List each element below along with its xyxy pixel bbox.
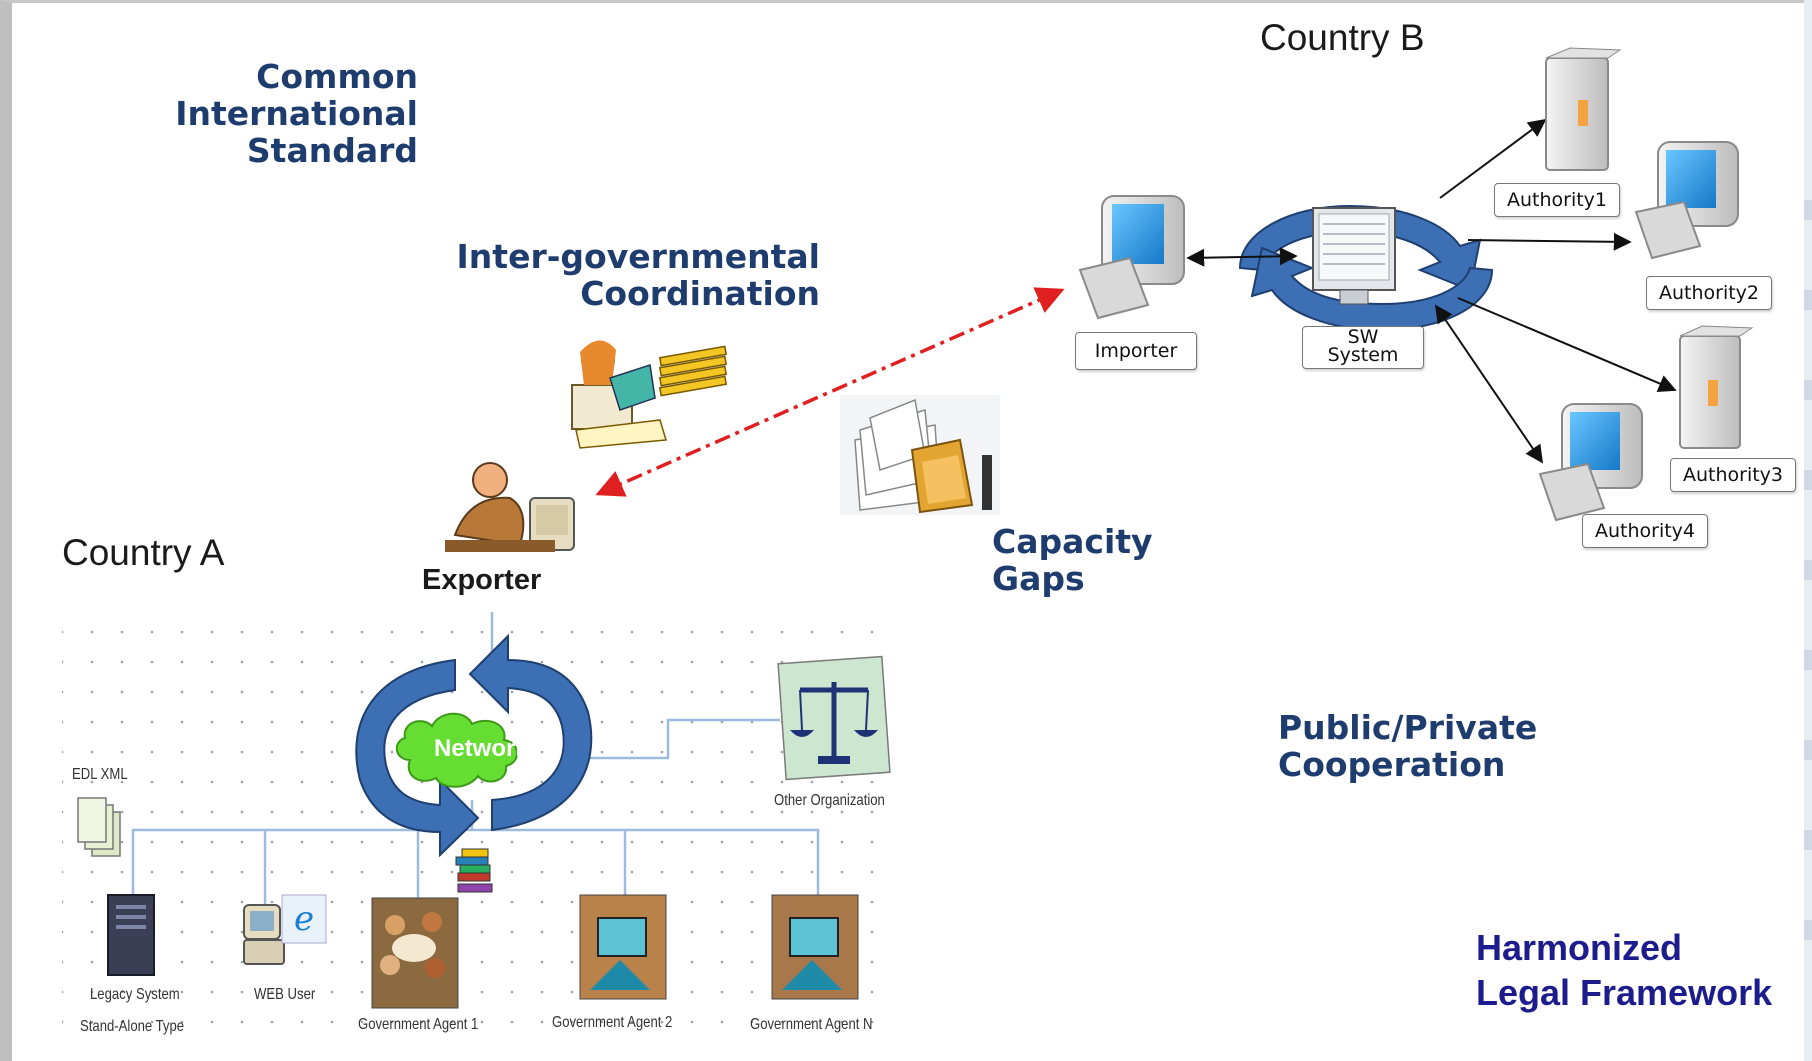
- edl-label: EDL XML: [72, 766, 128, 783]
- agent1-label: Government Agent 1: [358, 1016, 479, 1033]
- country-a-title: Country A: [62, 532, 225, 573]
- sw-system-label: SW System: [1302, 326, 1424, 369]
- books-icon: [455, 848, 493, 893]
- sw-system-line: SW: [1347, 326, 1379, 348]
- document-pile-icon: [840, 395, 1000, 515]
- country-b-title: Country B: [1260, 17, 1425, 58]
- heading-capacity-gaps: Capacity Gaps: [992, 523, 1232, 597]
- authority2-label: Authority2: [1646, 276, 1772, 310]
- country-a-links: [131, 612, 820, 905]
- heading-line: Standard: [246, 131, 418, 170]
- network-label: Network: [434, 735, 529, 762]
- heading-line: Legal Framework: [1476, 972, 1773, 1013]
- heading-line: International: [175, 94, 418, 133]
- exporter-person-icon: [445, 462, 575, 552]
- country-b-links: [1186, 118, 1677, 464]
- meeting-icon: [371, 897, 459, 1009]
- web-user-icon: e: [243, 894, 327, 965]
- legacy-label-line2: Stand-Alone Type: [80, 1018, 185, 1035]
- exporter-label: Exporter: [422, 564, 542, 596]
- edl-document-icon: [77, 797, 121, 857]
- web-user-label: WEB User: [254, 986, 316, 1003]
- scales-icon: [777, 655, 891, 781]
- heading-line: Harmonized: [1476, 927, 1683, 968]
- heading-line: Capacity: [992, 522, 1153, 561]
- importer-monitor-icon: [1078, 195, 1185, 320]
- clerk-icon: [571, 340, 728, 449]
- authority4-label: Authority4: [1582, 514, 1708, 548]
- authority1-label: Authority1: [1494, 183, 1620, 217]
- legacy-label-line1: Legacy System: [90, 986, 180, 1003]
- sw-cycle: [1238, 204, 1494, 332]
- authority2-monitor-icon: [1634, 141, 1739, 260]
- remote-worker-icon-2: [579, 894, 667, 1000]
- remote-worker-icon-n: [771, 894, 859, 1000]
- heading-line: Cooperation: [1278, 745, 1506, 784]
- sw-system-line: System: [1327, 344, 1399, 366]
- heading-coordination: Inter-governmental Coordination: [380, 238, 820, 312]
- other-org-label: Other Organization: [774, 792, 885, 809]
- agent2-label: Government Agent 2: [552, 1014, 673, 1031]
- heading-legal-framework: Harmonized Legal Framework: [1476, 925, 1806, 1015]
- heading-line: Public/Private: [1278, 708, 1538, 747]
- authority3-server-icon: [1679, 325, 1754, 449]
- server-icon: [107, 894, 155, 976]
- network-cycle: [355, 633, 593, 858]
- authority4-monitor-icon: [1538, 403, 1643, 522]
- heading-line: Common: [256, 57, 418, 96]
- heading-common-standard: Common International Standard: [80, 58, 418, 169]
- authority1-server-icon: [1545, 47, 1622, 171]
- right-rail: [1804, 0, 1812, 1061]
- heading-line: Gaps: [992, 559, 1085, 598]
- ie-icon: e: [294, 899, 314, 939]
- heading-line: Inter-governmental: [456, 237, 820, 276]
- authority3-label: Authority3: [1670, 458, 1796, 492]
- importer-label: Importer: [1075, 332, 1197, 370]
- heading-line: Coordination: [580, 274, 820, 313]
- heading-cooperation: Public/Private Cooperation: [1278, 709, 1618, 783]
- agentN-label: Government Agent N: [750, 1016, 873, 1033]
- exchange-link: [595, 287, 1065, 497]
